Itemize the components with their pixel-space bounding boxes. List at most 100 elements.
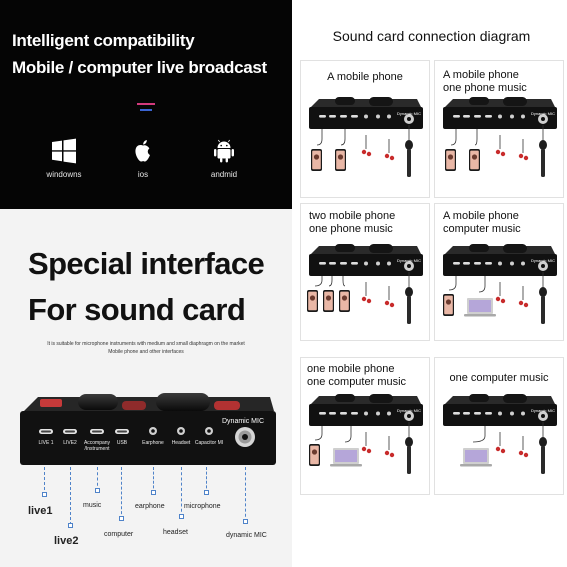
connection-cable bbox=[340, 129, 346, 146]
callout-line-earphone bbox=[153, 467, 154, 493]
earbud-right bbox=[523, 155, 529, 161]
mic-head bbox=[539, 287, 547, 297]
cell-title-line: two mobile phone bbox=[309, 210, 396, 222]
cell-title: A mobile phone one phone music bbox=[435, 69, 563, 95]
card-usb-port bbox=[453, 115, 460, 118]
platform-android: andmid bbox=[189, 138, 259, 179]
mini-diagram: Dynamic MIC bbox=[439, 97, 561, 197]
card-usb-port bbox=[453, 262, 460, 265]
earphone-icon bbox=[384, 436, 395, 458]
card-top bbox=[445, 246, 555, 254]
card-knob-right bbox=[369, 244, 393, 253]
card-mic-jack-hole bbox=[541, 414, 545, 418]
mic-handle bbox=[407, 149, 411, 177]
connection-cable bbox=[344, 426, 352, 443]
sound-card-icon bbox=[309, 244, 423, 276]
windows-icon bbox=[52, 138, 76, 164]
connection-illustration bbox=[309, 97, 423, 177]
cell-title-line: A mobile phone bbox=[327, 71, 403, 83]
card-usb-port bbox=[453, 412, 460, 415]
phone-icon bbox=[469, 149, 480, 171]
card-top bbox=[445, 99, 555, 107]
phone-screen bbox=[336, 150, 345, 170]
card-usb-port bbox=[463, 412, 470, 415]
cell-title-line: one mobile phone bbox=[307, 363, 395, 375]
phone-icon bbox=[445, 149, 456, 171]
diagram-title: Sound card connection diagram bbox=[332, 28, 531, 44]
earbud-right bbox=[500, 448, 506, 454]
accent-line-pink bbox=[137, 103, 155, 105]
connection-illustration bbox=[443, 244, 557, 324]
connection-illustration bbox=[307, 244, 423, 324]
connection-illustration bbox=[443, 97, 557, 177]
callout-marker-live1 bbox=[42, 492, 47, 497]
phone-screen bbox=[308, 291, 317, 311]
callout-line-computer bbox=[121, 467, 122, 519]
card-jack bbox=[510, 114, 514, 119]
sound-card-icon bbox=[309, 97, 423, 129]
sound-card-icon bbox=[443, 394, 557, 426]
sound-card-icon bbox=[443, 244, 557, 276]
card-knob-left bbox=[335, 244, 355, 252]
card-jack bbox=[498, 114, 502, 119]
card-jack bbox=[498, 261, 502, 266]
connection-cable bbox=[328, 276, 333, 287]
cell-title-line: one computer music bbox=[307, 376, 407, 388]
card-knob-left bbox=[335, 394, 355, 402]
card-top bbox=[311, 396, 421, 404]
earbud-left bbox=[518, 300, 524, 306]
card-knob-left bbox=[469, 244, 489, 252]
card-knob-right bbox=[369, 97, 393, 106]
connection-cable bbox=[314, 276, 323, 287]
earphone-icon bbox=[361, 135, 372, 157]
connection-cable bbox=[448, 276, 457, 291]
connection-cable bbox=[478, 276, 486, 293]
earbud-right bbox=[366, 298, 372, 304]
cell-title-line: A mobile phone bbox=[443, 69, 519, 81]
card-jack bbox=[498, 411, 502, 416]
card-usb-port bbox=[485, 412, 492, 415]
mini-device-brand: Dynamic MIC bbox=[531, 258, 556, 263]
earphone-icon bbox=[495, 282, 506, 304]
android-icon bbox=[214, 139, 234, 163]
card-usb-port bbox=[329, 115, 336, 118]
card-usb-port bbox=[474, 115, 481, 118]
callout-marker-earphone bbox=[151, 490, 156, 495]
phone-screen bbox=[324, 291, 333, 311]
callout-marker-microphone bbox=[204, 490, 209, 495]
earphone-icon bbox=[361, 432, 372, 454]
cell-title: A mobile phone computer music bbox=[435, 210, 563, 236]
card-knob-left bbox=[469, 394, 489, 402]
card-mic-jack-hole bbox=[407, 117, 411, 121]
card-jack bbox=[376, 114, 380, 119]
port-label: Earphone bbox=[142, 440, 164, 446]
phone-screen bbox=[340, 291, 349, 311]
mini-diagram: Dynamic MIC bbox=[305, 394, 427, 494]
connection-cable bbox=[474, 129, 478, 146]
card-usb-port bbox=[319, 262, 326, 265]
callout-marker-dynamic-mic bbox=[243, 519, 248, 524]
earbud-left bbox=[518, 450, 524, 456]
connection-diagram-panel: Sound card connection diagram A mobile p… bbox=[296, 0, 567, 567]
card-usb-port bbox=[319, 115, 326, 118]
interface-note: It is suitable for microphone instrument… bbox=[47, 341, 245, 347]
card-jack bbox=[387, 411, 391, 416]
earphone-icon bbox=[384, 286, 395, 308]
card-mic-jack-hole bbox=[407, 414, 411, 418]
diagram-cell-6: one computer music Dynamic MIC bbox=[434, 357, 564, 495]
diagram-cell-1: A mobile phone Dynamic MIC bbox=[300, 60, 430, 198]
earbud-left bbox=[384, 450, 390, 456]
callout-line-live2 bbox=[70, 467, 71, 525]
callout-music: music bbox=[83, 502, 102, 509]
laptop-screen bbox=[469, 300, 491, 312]
card-knob-right bbox=[503, 394, 527, 403]
mic-handle bbox=[541, 149, 545, 177]
card-usb-port bbox=[463, 115, 470, 118]
phone-screen bbox=[470, 150, 479, 170]
diagram-cell-3: two mobile phone one phone music Dynamic… bbox=[300, 203, 430, 341]
card-usb-port bbox=[329, 262, 336, 265]
phone-portrait bbox=[325, 295, 332, 301]
card-usb-port bbox=[485, 262, 492, 265]
laptop-screen bbox=[465, 450, 487, 462]
compatibility-subtitle: Mobile / computer live broadcast bbox=[12, 58, 267, 77]
